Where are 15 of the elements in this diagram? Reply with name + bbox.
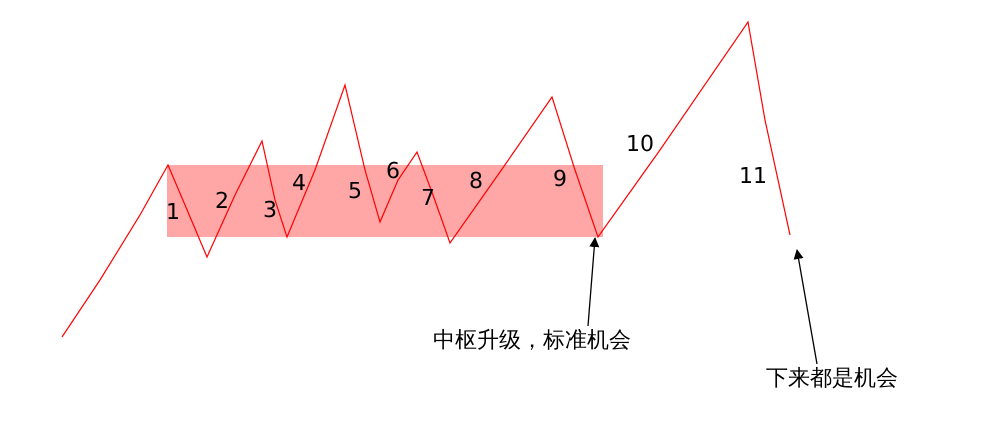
segment-number: 8 <box>469 171 483 193</box>
segment-number: 1 <box>166 202 180 224</box>
segment-number: 7 <box>421 188 435 210</box>
segment-number: 2 <box>215 191 229 213</box>
segment-number: 5 <box>348 181 362 203</box>
segment-number: 10 <box>626 134 654 156</box>
segment-number: 9 <box>553 169 567 191</box>
leader-arrow <box>794 249 818 364</box>
annotation-text: 中枢升级，标准机会 <box>433 328 631 354</box>
leader-arrow <box>587 237 600 326</box>
annotation-text: 下来都是机会 <box>766 366 898 392</box>
segment-number: 6 <box>386 161 400 183</box>
segment-number: 4 <box>292 173 306 195</box>
segment-number: 3 <box>263 200 277 222</box>
segment-number: 11 <box>739 166 767 188</box>
